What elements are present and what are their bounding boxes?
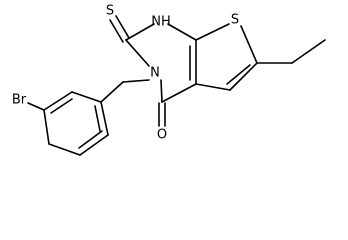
bond-ph-3 xyxy=(79,134,109,156)
atom-s-ring: S xyxy=(231,13,239,28)
bond-ph-4 xyxy=(48,143,81,156)
bond-c5-c4a xyxy=(195,83,231,91)
bond-ph-2 xyxy=(100,101,109,136)
bond-n1-c7a xyxy=(167,23,197,41)
bond-c6-c5 xyxy=(229,62,258,91)
molecule-svg: S NH S N O Br xyxy=(12,4,326,156)
structure-diagram: S NH S N O Br xyxy=(12,4,326,156)
bond-c4-c4a xyxy=(161,83,197,103)
atom-labels: S NH S N O Br xyxy=(12,4,239,143)
bond-c7a-s xyxy=(195,23,230,41)
bond-ph-inner-3 xyxy=(94,105,101,132)
bond-c2-n1 xyxy=(125,23,155,41)
bond-c2-n3 xyxy=(125,39,150,67)
atom-o: O xyxy=(157,128,167,143)
atom-br: Br xyxy=(12,93,27,108)
bond-c2-s-a xyxy=(109,19,124,43)
bond-s-c6 xyxy=(240,25,258,64)
bond-ph-7 xyxy=(71,91,102,103)
atom-s-thione: S xyxy=(106,4,114,19)
atom-n3: N xyxy=(150,66,160,81)
bond-ph-5 xyxy=(43,109,50,145)
bond-n3-ph xyxy=(122,79,150,83)
bonds xyxy=(27,15,326,156)
bond-ph-inner-2 xyxy=(50,98,73,114)
bond-ph-1 xyxy=(100,81,124,103)
bond-c6-c5-inner xyxy=(226,64,251,85)
bond-ch2-ch3 xyxy=(291,39,326,64)
bond-ph-6 xyxy=(43,91,73,111)
bond-c-br xyxy=(27,102,45,111)
bond-ph-inner-1 xyxy=(78,130,103,149)
atom-nh: NH xyxy=(151,15,171,30)
bond-n3-c4 xyxy=(160,79,163,103)
bond-c2-s-b xyxy=(115,15,130,39)
